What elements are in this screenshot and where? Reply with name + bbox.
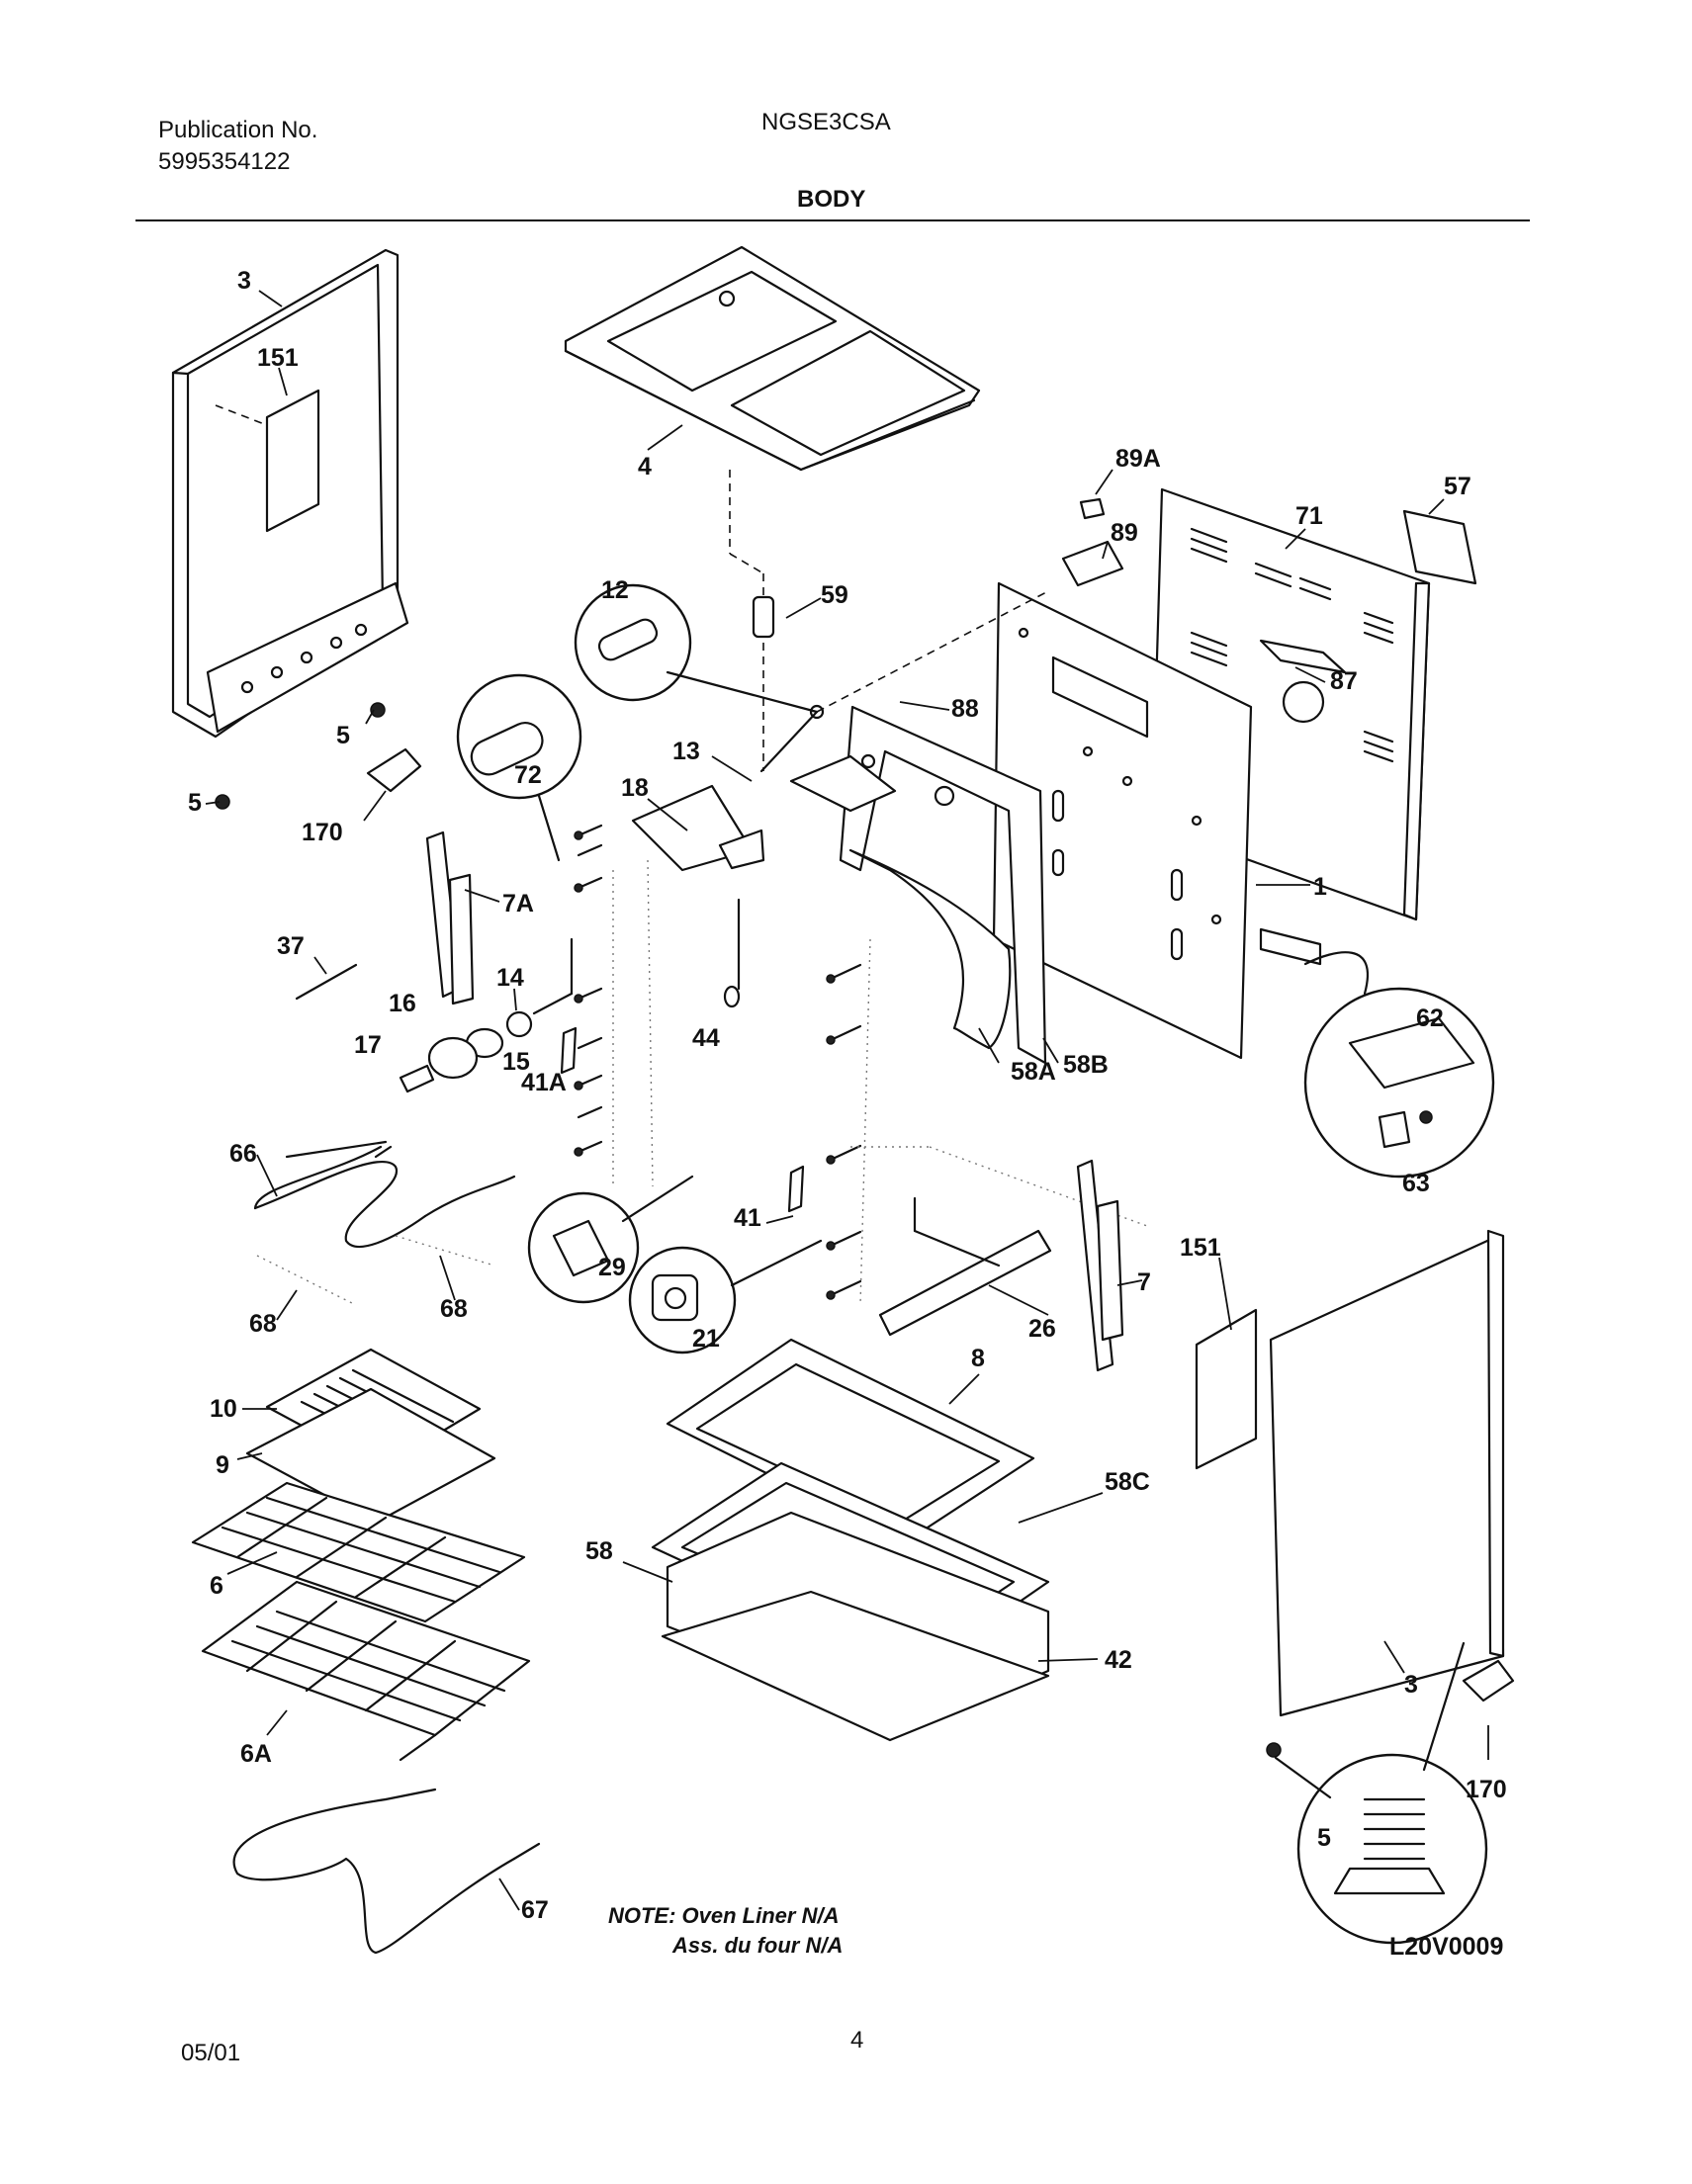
callout-68-right: 68: [440, 1295, 468, 1323]
callout-89: 89: [1111, 519, 1138, 547]
callout-170-right: 170: [1466, 1776, 1507, 1803]
callout-68-left: 68: [249, 1310, 277, 1338]
detail-circle-5: [1296, 1753, 1488, 1945]
callout-5-detail: 5: [1317, 1824, 1331, 1852]
callout-1: 1: [1313, 873, 1327, 901]
callout-67: 67: [521, 1896, 549, 1924]
drawer-assembly: [651, 1338, 1050, 1742]
callout-7A: 7A: [502, 890, 534, 917]
callout-63: 63: [1402, 1170, 1430, 1197]
oven-rack-6: [191, 1481, 526, 1623]
callout-59: 59: [821, 581, 848, 609]
callout-37: 37: [277, 932, 305, 960]
callout-151-right: 151: [1180, 1234, 1221, 1262]
left-side-panel: [171, 248, 409, 739]
callout-151-left: 151: [257, 344, 299, 372]
screw-17: [399, 1064, 435, 1093]
section-title: BODY: [797, 186, 866, 213]
callout-4: 4: [638, 453, 652, 480]
callout-10: 10: [210, 1395, 237, 1423]
callout-6A: 6A: [240, 1740, 272, 1768]
bracket-89: [1061, 540, 1124, 587]
callout-7: 7: [1137, 1268, 1151, 1296]
drawing-code: L20V0009: [1389, 1933, 1503, 1961]
callout-57: 57: [1444, 473, 1471, 500]
baffle-26: [878, 1229, 1052, 1337]
callout-16: 16: [389, 990, 416, 1017]
callout-12: 12: [601, 576, 629, 604]
model-number: NGSE3CSA: [761, 109, 891, 135]
callout-18: 18: [621, 774, 649, 802]
callout-29: 29: [598, 1254, 626, 1281]
footer-date: 05/01: [181, 2040, 241, 2066]
callout-9: 9: [216, 1451, 229, 1479]
callout-5-lower: 5: [188, 789, 202, 817]
hinge-7A: [425, 830, 475, 1005]
callout-8: 8: [971, 1345, 985, 1372]
callout-89A: 89A: [1115, 445, 1161, 473]
callout-3-right: 3: [1404, 1671, 1418, 1699]
callout-58C: 58C: [1105, 1468, 1150, 1496]
page-number: 4: [850, 2027, 864, 2053]
callout-58: 58: [585, 1537, 613, 1565]
note-oven-liner-french: Ass. du four N/A: [671, 1933, 843, 1958]
publication-number: 5995354122: [158, 148, 291, 175]
panel-57: [1402, 509, 1477, 585]
note-oven-liner: NOTE: Oven Liner N/A: [608, 1903, 839, 1928]
pin-59: [752, 595, 775, 639]
wire-37: [295, 963, 358, 1001]
bracket-41A: [560, 1026, 578, 1075]
air-shutter-16: [427, 1036, 479, 1080]
header-rule: [135, 219, 1530, 221]
hinge-7: [1076, 1159, 1124, 1372]
bracket-170-right: [1462, 1659, 1515, 1703]
callout-41A: 41A: [521, 1069, 567, 1096]
bracket-41: [787, 1165, 805, 1213]
callout-87: 87: [1330, 667, 1358, 695]
callout-71: 71: [1295, 502, 1323, 530]
callout-13: 13: [672, 738, 700, 765]
bracket-170-left: [366, 747, 422, 793]
callout-66: 66: [229, 1140, 257, 1168]
publication-label: Publication No.: [158, 117, 318, 143]
callout-15: 15: [502, 1048, 530, 1076]
body-frame: [992, 581, 1322, 1060]
callout-62: 62: [1416, 1005, 1444, 1032]
callout-72: 72: [514, 761, 542, 789]
callout-21: 21: [692, 1325, 720, 1353]
callout-17: 17: [354, 1031, 382, 1059]
callout-44: 44: [692, 1024, 720, 1052]
callout-41: 41: [734, 1204, 761, 1232]
callout-14: 14: [496, 964, 524, 992]
callout-58A: 58A: [1011, 1058, 1056, 1086]
callout-3-left: 3: [237, 267, 251, 295]
broiler-pan: [245, 1348, 496, 1525]
right-side-panel: [1195, 1229, 1505, 1717]
oven-rack-6A: [201, 1580, 531, 1762]
callout-170-left: 170: [302, 819, 343, 846]
bake-element-67: [232, 1797, 516, 1955]
orifice-14: [505, 1010, 533, 1038]
callout-58B: 58B: [1063, 1051, 1109, 1079]
callout-42: 42: [1105, 1646, 1132, 1674]
broil-element-66: [253, 1160, 427, 1249]
callout-6: 6: [210, 1572, 223, 1600]
callout-88: 88: [951, 695, 979, 723]
pilot-44: [723, 985, 741, 1008]
front-frame: [789, 705, 1047, 1065]
callout-5-upper: 5: [336, 722, 350, 749]
cooktop: [564, 245, 981, 472]
callout-26: 26: [1028, 1315, 1056, 1343]
clip-89A: [1079, 497, 1106, 520]
valve-18: [718, 829, 765, 870]
